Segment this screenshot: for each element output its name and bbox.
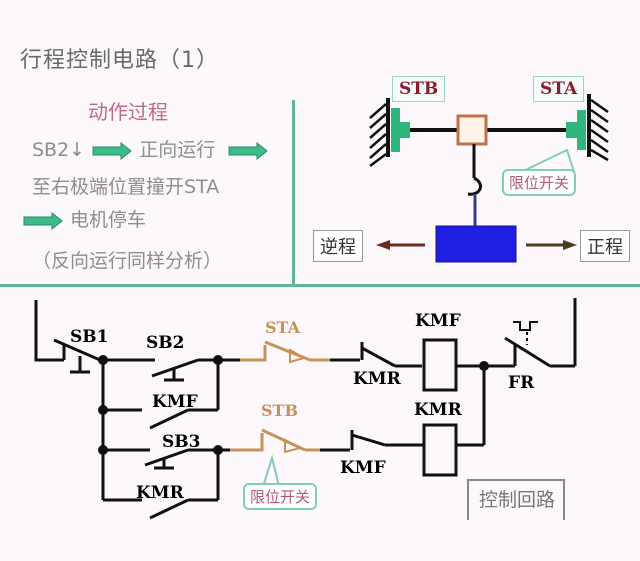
kmr-aux-label: KMR: [136, 483, 184, 503]
limit-switch-tag-circuit: 限位开关: [243, 483, 318, 510]
motor-block: [435, 225, 517, 263]
reverse-label: 逆程: [313, 230, 363, 262]
kmr-aux-contact: [149, 498, 189, 520]
vertical-divider: [292, 100, 295, 286]
control-loop-label: 控制回路: [467, 479, 566, 520]
step-sb2-text: SB2↓: [32, 139, 86, 161]
process-step-1: SB2↓ 正向运行: [32, 135, 269, 162]
process-heading: 动作过程: [88, 100, 168, 124]
horizontal-divider: [0, 284, 640, 287]
green-arrow-icon: [228, 141, 269, 160]
hook-icon: [467, 176, 483, 196]
step-stop-text: 电机停车: [70, 209, 147, 231]
mechanism-diagram: [369, 94, 609, 263]
right-wall-icon: [587, 94, 609, 162]
stb-circuit-label: STB: [261, 401, 298, 420]
kmf-aux-label: KMF: [152, 392, 198, 412]
left-wall-icon: [369, 98, 390, 167]
sb3-label: SB3: [162, 432, 201, 452]
kmr-coil: [422, 423, 458, 477]
carriage-block: [456, 114, 488, 146]
stb-switch-icon: [391, 108, 410, 152]
kmr-interlock-label: KMR: [353, 369, 401, 389]
kmf-coil-label: KMF: [415, 311, 461, 331]
limit-switch-tag: 限位开关: [502, 169, 577, 196]
kmr-coil-label: KMR: [414, 400, 462, 420]
process-step-4: （反向运行同样分析）: [32, 250, 223, 272]
kmf-interlock-label: KMF: [340, 458, 386, 478]
kmf-coil: [422, 338, 458, 392]
step-forward-text: 正向运行: [139, 139, 216, 161]
control-circuit: [34, 298, 577, 520]
kmr-interlock-contact: [361, 346, 396, 368]
fr-label: FR: [508, 373, 535, 393]
process-step-3: 电机停车: [22, 205, 146, 232]
green-arrow-icon: [23, 211, 63, 230]
page-title: 行程控制电路（1）: [20, 48, 219, 73]
sb2-label: SB2: [146, 333, 185, 353]
sb1-contact: [53, 338, 101, 362]
sb3-contact: [144, 448, 189, 467]
forward-label: 正程: [580, 230, 630, 262]
green-arrow-icon: [92, 141, 132, 160]
stb-label: STB: [392, 76, 446, 102]
sta-switch-icon: [566, 110, 586, 150]
process-step-2: 至右极端位置撞开STA: [32, 176, 220, 198]
fr-contact: [504, 336, 551, 368]
sta-label: STA: [533, 76, 585, 102]
sta-circuit-label: STA: [265, 318, 300, 337]
junction-dots: [98, 355, 489, 455]
kmf-aux-contact: [149, 408, 189, 430]
sb1-label: SB1: [70, 327, 109, 347]
kmf-interlock-contact: [351, 433, 386, 447]
